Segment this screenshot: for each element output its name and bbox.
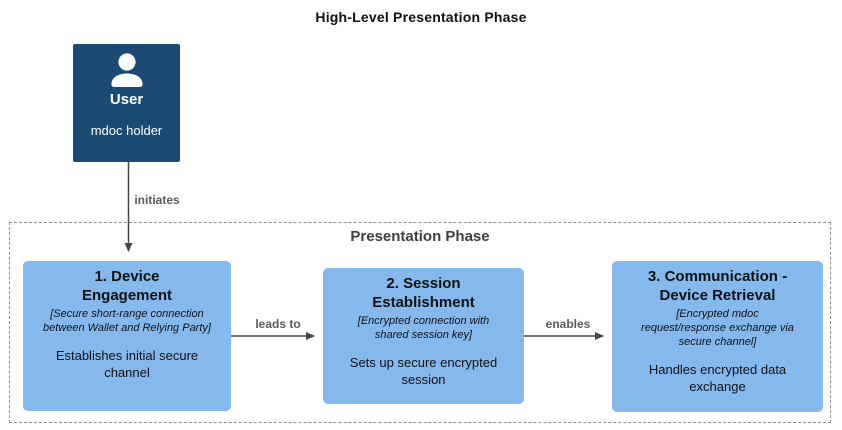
user-node: User mdoc holder bbox=[73, 44, 180, 162]
diagram-title: High-Level Presentation Phase bbox=[315, 9, 527, 25]
box-description: Sets up secure encrypted session bbox=[349, 354, 498, 387]
box-description: Establishes initial secure channel bbox=[55, 347, 199, 380]
box-description: Handles encrypted data exchange bbox=[648, 361, 787, 394]
phase-box-session-establishment: 2. Session Establishment [Encrypted conn… bbox=[323, 268, 524, 404]
box-title: 2. Session Establishment bbox=[372, 275, 475, 311]
phase-box-device-engagement: 1. Device Engagement [Secure short-range… bbox=[23, 261, 231, 411]
edge-label-leads-to: leads to bbox=[255, 317, 301, 331]
presentation-phase-label: Presentation Phase bbox=[350, 228, 490, 245]
person-icon bbox=[108, 53, 146, 88]
box-title: 3. Communication - Device Retrieval bbox=[647, 268, 788, 304]
phase-box-communication-device-retrieval: 3. Communication - Device Retrieval [Enc… bbox=[612, 261, 823, 412]
box-note: [Encrypted mdoc request/response exchang… bbox=[641, 307, 794, 348]
box-note: [Secure short-range connection between W… bbox=[43, 307, 211, 334]
edge-label-initiates: initiates bbox=[134, 193, 180, 207]
presentation-phase-container: Presentation Phase bbox=[9, 222, 831, 423]
box-note: [Encrypted connection with shared sessio… bbox=[357, 314, 490, 341]
user-name: User bbox=[109, 91, 144, 108]
user-subtitle: mdoc holder bbox=[90, 123, 163, 138]
box-title: 1. Device Engagement bbox=[81, 268, 172, 304]
edge-label-enables: enables bbox=[545, 317, 591, 331]
